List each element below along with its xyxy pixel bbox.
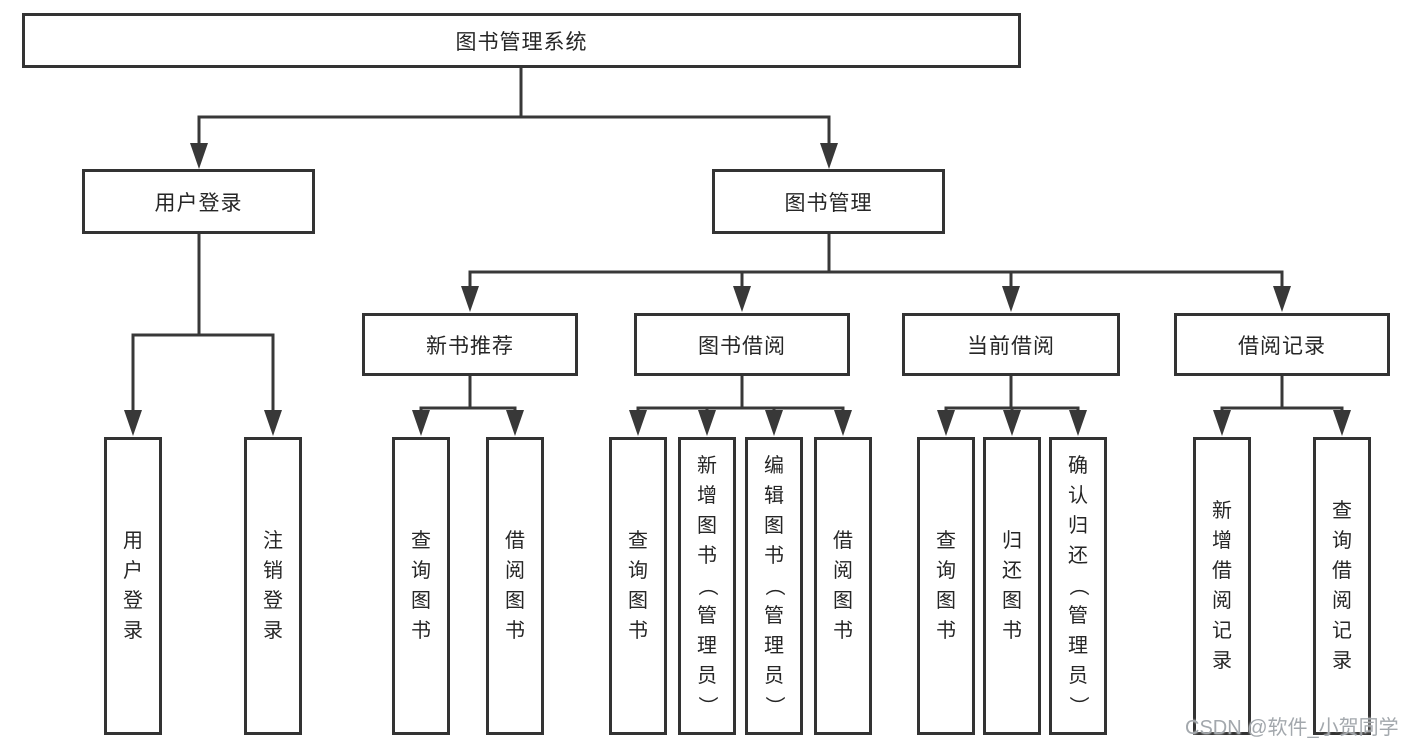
arrowhead	[1003, 410, 1021, 436]
connector-current-borrow-to-leaves	[937, 376, 1087, 436]
node-leaf-return-book: 归还图书	[983, 437, 1041, 735]
leaf-label: 查询图书	[411, 530, 431, 642]
arrowhead	[190, 143, 208, 169]
node-leaf-logout: 注销登录	[244, 437, 302, 735]
leaf-label: 新增借阅记录	[1212, 500, 1232, 672]
arrowhead	[698, 410, 716, 436]
arrowhead	[629, 410, 647, 436]
leaf-label: 编辑图书（管理员）	[763, 455, 785, 716]
node-leaf-add-book-admin: 新增图书（管理员）	[678, 437, 736, 735]
node-new-book-recommend: 新书推荐	[362, 313, 578, 376]
node-leaf-query-books-2: 查询图书	[609, 437, 667, 735]
connector-book-borrow-to-leaves	[629, 376, 852, 436]
arrowhead	[1069, 410, 1087, 436]
node-leaf-edit-book-admin: 编辑图书（管理员）	[745, 437, 803, 735]
node-leaf-query-books-1: 查询图书	[392, 437, 450, 735]
arrowhead	[937, 410, 955, 436]
leaf-label: 借阅图书	[505, 530, 525, 642]
node-leaf-confirm-return-admin: 确认归还（管理员）	[1049, 437, 1107, 735]
arrowhead	[1002, 286, 1020, 312]
node-book-management: 图书管理	[712, 169, 945, 234]
connector-book-mgmt-to-level3	[461, 234, 1291, 312]
node-leaf-query-books-3: 查询图书	[917, 437, 975, 735]
arrowhead	[733, 286, 751, 312]
leaf-label: 查询图书	[936, 530, 956, 642]
connector-user-login-to-leaves	[124, 234, 282, 436]
leaf-label: 确认归还（管理员）	[1067, 455, 1089, 716]
arrowhead	[1213, 410, 1231, 436]
arrowhead	[412, 410, 430, 436]
node-library-management-system: 图书管理系统	[22, 13, 1021, 68]
node-current-borrow: 当前借阅	[902, 313, 1120, 376]
node-borrow-records: 借阅记录	[1174, 313, 1390, 376]
connector-new-book-to-leaves	[412, 376, 524, 436]
node-leaf-borrow-books-1: 借阅图书	[486, 437, 544, 735]
node-book-borrow: 图书借阅	[634, 313, 850, 376]
node-user-login: 用户登录	[82, 169, 315, 234]
arrowhead	[820, 143, 838, 169]
node-leaf-borrow-books-2: 借阅图书	[814, 437, 872, 735]
arrowhead	[1273, 286, 1291, 312]
arrowhead	[1333, 410, 1351, 436]
leaf-label: 借阅图书	[833, 530, 853, 642]
node-leaf-user-login: 用户登录	[104, 437, 162, 735]
leaf-label: 新增图书（管理员）	[696, 455, 718, 716]
arrowhead	[765, 410, 783, 436]
node-leaf-add-borrow-record: 新增借阅记录	[1193, 437, 1251, 735]
leaf-label: 注销登录	[263, 530, 283, 642]
node-leaf-query-borrow-record: 查询借阅记录	[1313, 437, 1371, 735]
leaf-label: 查询图书	[628, 530, 648, 642]
csdn-watermark: CSDN @软件_小贺同学	[1185, 717, 1399, 739]
leaf-label: 查询借阅记录	[1332, 500, 1352, 672]
connector-borrow-records-to-leaves	[1213, 376, 1351, 436]
leaf-label: 用户登录	[123, 530, 143, 642]
arrowhead	[834, 410, 852, 436]
connector-root-to-level2	[190, 68, 838, 169]
arrowhead	[264, 410, 282, 436]
leaf-label: 归还图书	[1002, 530, 1022, 642]
arrowhead	[124, 410, 142, 436]
arrowhead	[461, 286, 479, 312]
arrowhead	[506, 410, 524, 436]
